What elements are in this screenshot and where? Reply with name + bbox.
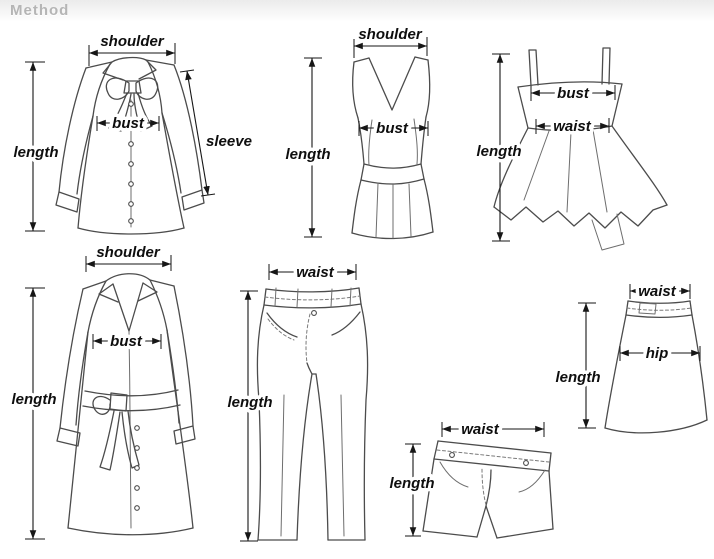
pants-measurements: waist length	[224, 261, 357, 542]
dress-figure	[493, 47, 668, 251]
dress-measurements: bust waist length	[473, 53, 616, 242]
pants-figure	[256, 287, 369, 541]
blouse-shoulder-label: shoulder	[100, 33, 165, 50]
blouse-length-label: length	[14, 144, 59, 161]
blouse-sleeve-arrow	[185, 70, 210, 196]
skirt-figure	[604, 300, 708, 434]
coat-buttons	[134, 425, 140, 511]
dress-bust-label: bust	[557, 85, 590, 102]
coat-figure	[56, 273, 196, 536]
header-bar	[0, 0, 714, 22]
blouse-figure	[55, 56, 205, 235]
tank-length-label: length	[286, 146, 331, 163]
dress-waist-label: waist	[553, 118, 592, 135]
blouse-measurements: shoulder bust length sleeve	[10, 30, 255, 232]
blouse-bust-label: bust	[112, 115, 145, 132]
tank-shoulder-label: shoulder	[358, 26, 423, 43]
coat-shoulder-label: shoulder	[96, 244, 161, 261]
skirt-length-label: length	[556, 369, 601, 386]
dress-length-label: length	[477, 143, 522, 160]
coat-measurements: shoulder bust length	[8, 241, 172, 540]
coat-belt-bow	[92, 392, 140, 471]
tank-top-measurements: shoulder bust length	[282, 23, 429, 238]
coat-length-label: length	[12, 391, 57, 408]
skirt-measurements: waist hip length	[552, 280, 701, 429]
skirt-hip-label: hip	[646, 345, 669, 362]
pants-length-label: length	[228, 394, 273, 411]
coat-bust-label: bust	[110, 333, 143, 350]
pants-waist-label: waist	[296, 264, 335, 281]
shorts-measurements: waist length	[386, 418, 545, 537]
blouse-bow	[105, 77, 159, 132]
tank-top-figure	[351, 56, 434, 240]
tank-bust-label: bust	[376, 120, 409, 137]
page-title: Method	[10, 2, 70, 19]
shorts-figure	[422, 440, 554, 539]
blouse-sleeve-label: sleeve	[206, 133, 252, 150]
shorts-waist-label: waist	[461, 421, 500, 438]
shorts-length-label: length	[390, 475, 435, 492]
skirt-waist-label: waist	[638, 283, 677, 300]
